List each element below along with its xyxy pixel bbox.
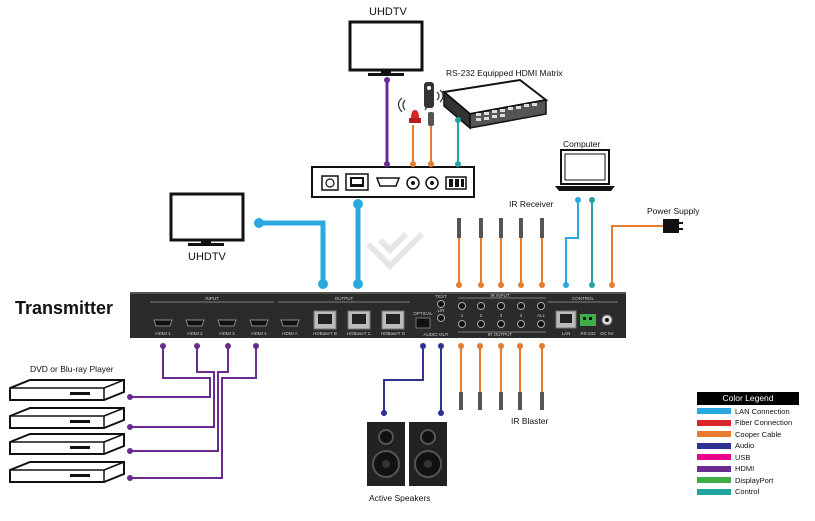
computer-label: Computer xyxy=(563,139,601,149)
legend-swatch xyxy=(697,408,731,414)
ir-receiver-label: IR Receiver xyxy=(509,199,554,209)
dvd-player-icon xyxy=(9,407,125,429)
hdbaset-label: HDBaseT B xyxy=(313,331,337,336)
ir-receiver-plug-icon xyxy=(457,218,544,238)
dvd-player-label: DVD or Blu-ray Player xyxy=(30,364,114,374)
ir-channel-label: 3 xyxy=(500,313,503,318)
legend-label: DisplayPort xyxy=(735,475,774,485)
legend-item: Fiber Connection xyxy=(697,417,799,428)
watermark-logo-icon xyxy=(365,231,425,271)
legend-item: DisplayPort xyxy=(697,475,799,486)
speaker-icon xyxy=(409,422,447,486)
test-label: TEST xyxy=(435,294,447,299)
legend-title: Color Legend xyxy=(697,392,799,405)
legend-item: HDMI xyxy=(697,463,799,474)
hdmi-cable xyxy=(128,345,257,479)
ir-channel-label: 1 xyxy=(461,313,464,318)
ir-blaster-label: IR Blaster xyxy=(511,416,549,426)
hdmi-output-label: HDMI A xyxy=(282,331,298,336)
ir-sensor-icon xyxy=(397,97,428,123)
legend-label: Audio xyxy=(735,441,755,450)
legend-label: Cooper Cable xyxy=(735,429,782,439)
ir-channel-label: 2 xyxy=(480,313,483,318)
legend-label: Control xyxy=(735,487,760,496)
hdmi-input-label: HDMI 3 xyxy=(219,331,235,336)
dvd-player-icon xyxy=(9,433,125,455)
hdbaset-label: HDBaseT C xyxy=(347,331,372,336)
dc-label: DC 5V xyxy=(600,331,613,336)
hdmi-input-label: HDMI 1 xyxy=(155,331,171,336)
hdmi-matrix-icon xyxy=(441,78,549,130)
legend-item: Control xyxy=(697,486,799,497)
uhdtv-left-label: UHDTV xyxy=(188,251,226,263)
hdmi-input-label: HDMI 2 xyxy=(187,331,203,336)
matrix-label: RS-232 Equipped HDMI Matrix xyxy=(446,68,563,78)
legend-swatch xyxy=(697,454,731,460)
computer-icon xyxy=(555,149,615,191)
transmitter-panel xyxy=(130,292,626,338)
speaker-icon xyxy=(367,422,405,486)
rs232-label: RS-232 xyxy=(580,331,596,336)
color-legend: Color Legend LAN Connection Fiber Connec… xyxy=(697,392,799,497)
legend-swatch xyxy=(697,465,731,472)
dvd-player-icon xyxy=(9,379,125,401)
power-supply-label: Power Supply xyxy=(647,206,700,216)
transmitter-label: Transmitter xyxy=(15,298,114,318)
legend-label: LAN Connection xyxy=(735,406,790,416)
power-supply-icon xyxy=(663,219,683,233)
hdmi-input-label: HDMI 4 xyxy=(251,331,267,336)
uhdtv-top-icon xyxy=(348,20,424,76)
dvd-player-icon xyxy=(9,461,125,483)
audio-out-header: AUDIO OUT xyxy=(423,332,448,337)
legend-item: LAN Connection xyxy=(697,406,799,417)
input-header: INPUT xyxy=(205,296,219,301)
legend-swatch xyxy=(697,477,731,483)
legend-label: HDMI xyxy=(735,464,755,473)
legend-label: USB xyxy=(735,452,751,462)
legend-item: Audio xyxy=(697,440,799,451)
ir-channel-label: ALL xyxy=(537,313,546,318)
legend-swatch xyxy=(697,442,731,449)
optical-label: OPTICAL xyxy=(413,311,433,316)
legend-swatch xyxy=(697,419,731,426)
ir-out-header: IR OUTPUT xyxy=(488,332,513,337)
ir-blaster-plug-icon xyxy=(459,392,544,410)
ir-in-header: IR INPUT xyxy=(490,293,510,298)
ir-emitter-plug-icon xyxy=(428,112,434,126)
speakers-label: Active Speakers xyxy=(369,493,431,503)
control-header: CONTROL xyxy=(572,296,594,301)
legend-item: Cooper Cable xyxy=(697,429,799,440)
lr-label: L/R xyxy=(437,308,445,313)
legend-swatch xyxy=(697,431,731,437)
lan-cable xyxy=(565,200,579,287)
uhdtv-left-icon xyxy=(169,192,245,246)
receiver-box xyxy=(311,166,475,198)
ir-channel-label: 4 xyxy=(520,313,523,318)
power-cable xyxy=(611,225,663,287)
legend-item: USB xyxy=(697,452,799,463)
lan-label: LAN xyxy=(562,331,571,336)
legend-swatch xyxy=(697,488,731,495)
hdbaset-label: HDBaseT D xyxy=(381,331,406,336)
audio-cable xyxy=(383,346,424,415)
legend-label: Fiber Connection xyxy=(735,418,793,427)
lan-cable xyxy=(259,220,326,286)
output-header: OUTPUT xyxy=(335,296,354,301)
uhdtv-top-label: UHDTV xyxy=(369,6,407,18)
